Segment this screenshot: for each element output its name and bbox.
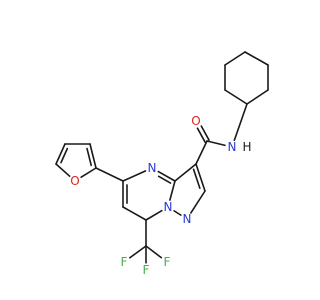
atom-label-backdrop (117, 255, 131, 269)
atom-label-f-top: F (143, 263, 150, 277)
single-bond (145, 209, 163, 221)
single-bond (145, 245, 163, 259)
double-bond-inner (192, 168, 201, 190)
atom-label-backdrop (161, 200, 175, 214)
atom-label-backdrop (189, 114, 203, 128)
single-bond (244, 51, 269, 66)
double-bond-outer (89, 143, 97, 169)
single-bond (224, 51, 246, 66)
double-bond-inner (157, 175, 172, 184)
atom-label-o-furan: O (70, 174, 79, 188)
double-bond-outer (157, 170, 176, 182)
double-bond-outer (55, 143, 66, 165)
atom-label-o-carbonyl: O (191, 114, 200, 128)
single-bond (246, 89, 269, 105)
single-bond (195, 140, 208, 165)
atom-label-backdrop (145, 161, 159, 175)
atom-label-n-pyrimidine: N (148, 161, 157, 175)
single-bond (122, 170, 147, 182)
atom-label-backdrop (240, 140, 254, 154)
bond-layer (55, 51, 269, 264)
double-bond-line (200, 125, 210, 141)
atom-label-backdrop (139, 263, 153, 277)
atom-label-backdrop (225, 140, 239, 154)
double-bond-line (196, 127, 206, 143)
single-bond (122, 206, 147, 221)
atom-label-f-left: F (121, 255, 128, 269)
double-bond-outer (195, 163, 206, 192)
single-bond (206, 140, 226, 147)
single-bond (169, 180, 176, 202)
single-bond (80, 167, 97, 179)
single-bond (224, 89, 248, 105)
atom-label-f-right: F (164, 255, 171, 269)
double-bond-inner (86, 147, 93, 167)
atom-label-h-amide: H (242, 140, 251, 154)
atom-label-backdrop (68, 174, 82, 188)
single-bond (233, 103, 248, 142)
atom-label-backdrop (180, 212, 194, 226)
single-bond (55, 163, 71, 178)
atom-label-n-bridge: N (164, 200, 173, 214)
double-bond-inner (60, 147, 69, 164)
atom-label-n-amide: N (228, 140, 237, 154)
single-bond (189, 190, 206, 214)
atom-label-n-pyrazole: N (183, 212, 192, 226)
single-bond (95, 167, 124, 182)
single-bond (174, 163, 197, 182)
single-bond (128, 245, 147, 259)
single-bond (173, 209, 182, 217)
atom-label-backdrop (160, 255, 174, 269)
